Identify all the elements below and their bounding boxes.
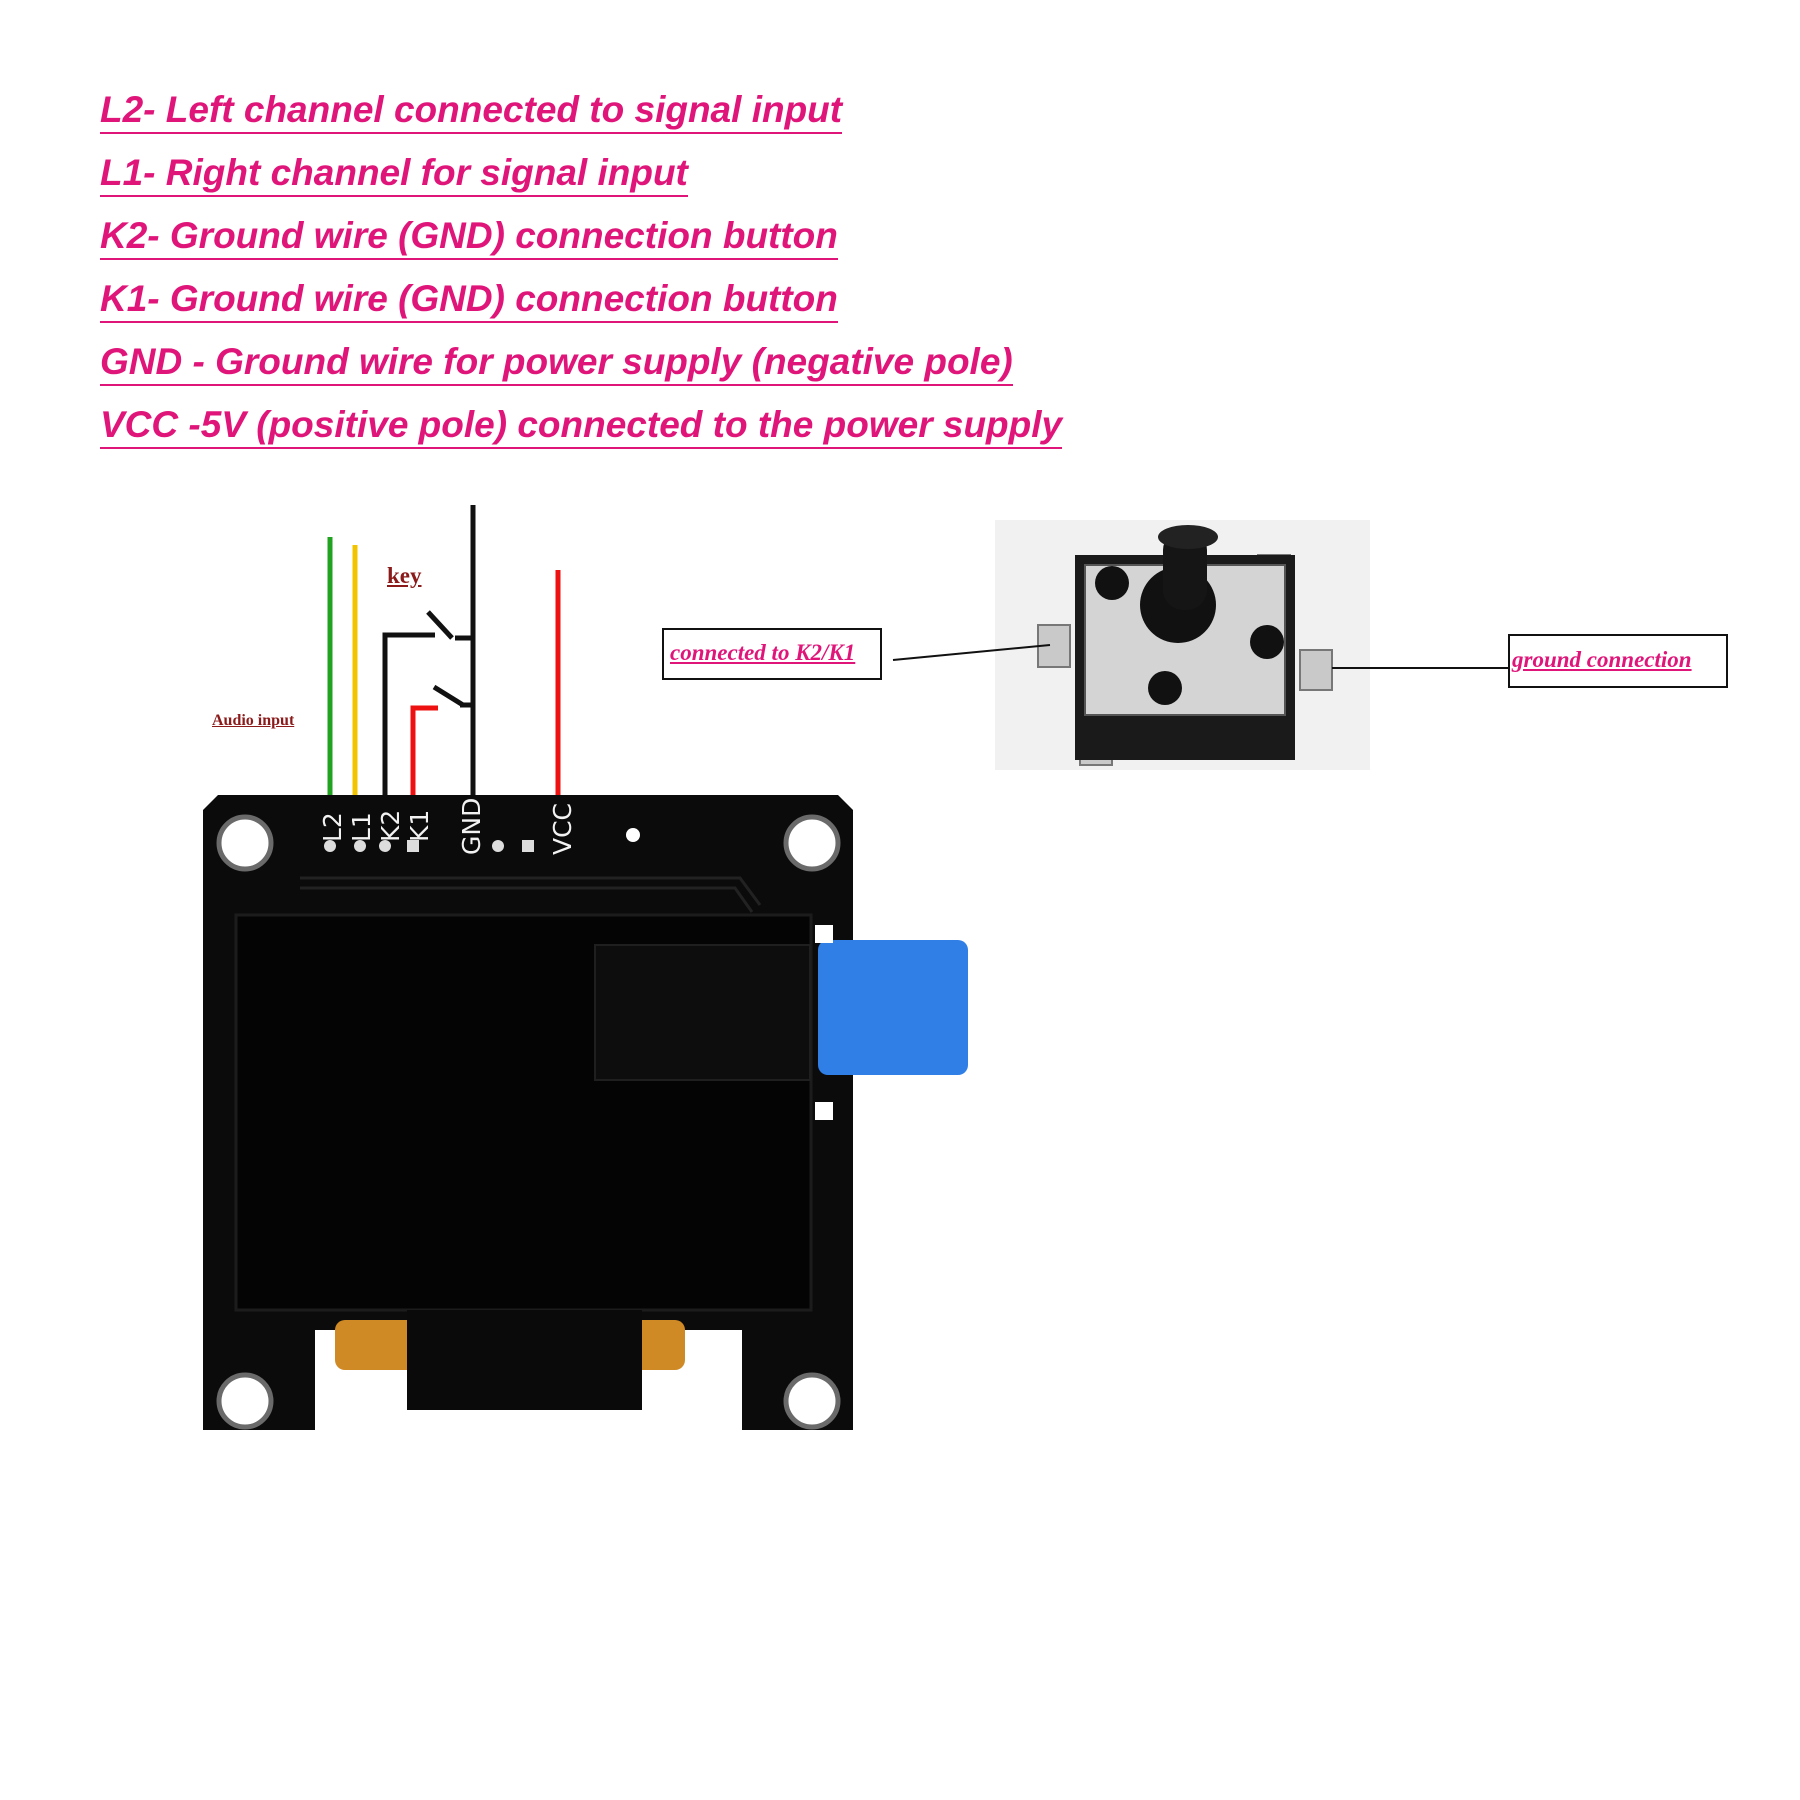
button-actuator — [1163, 530, 1207, 610]
mounting-hole-top-right — [783, 814, 841, 872]
mounting-hole-top-left — [216, 814, 274, 872]
pin-label-k2: K2 — [376, 809, 405, 842]
pin-pad-vcc — [522, 840, 534, 852]
wire-k2 — [382, 632, 435, 795]
pin-pad-k1 — [407, 840, 419, 852]
legend-item-l1: L1- Right channel for signal input — [100, 151, 1062, 214]
pin-label-l1: L1 — [347, 812, 376, 842]
legend-item-vcc: VCC -5V (positive pole) connected to the… — [100, 403, 1063, 466]
callout-connected-to-k2-k1: connected to K2/K1 — [662, 628, 882, 680]
pin-pad-gnd — [492, 840, 504, 852]
wire-k1 — [410, 705, 438, 795]
key-label: key — [387, 563, 422, 588]
legend-item-k2: K2- Ground wire (GND) connection button — [100, 214, 1062, 277]
button-pin-right — [1299, 649, 1333, 691]
pin-pad-l1 — [354, 840, 366, 852]
mounting-hole-bottom-right — [783, 1372, 841, 1430]
legend-item-gnd: GND - Ground wire for power supply (nega… — [100, 340, 1062, 403]
key-switch-upper — [426, 610, 454, 640]
pin-legend: L2- Left channel connected to signal inp… — [100, 88, 1063, 466]
key-switch-lower — [432, 684, 465, 708]
mounting-hole-bottom-left — [216, 1372, 274, 1430]
callout-ground-connection: ground connection — [1508, 634, 1728, 688]
legend-item-l2: L2- Left channel connected to signal inp… — [100, 88, 1062, 151]
oled-board — [203, 795, 968, 1430]
pin-label-l2: L2 — [318, 812, 347, 842]
pin-label-gnd: GND — [457, 797, 486, 855]
audio-input-label: Audio input — [212, 712, 295, 729]
pin-pad-l2 — [324, 840, 336, 852]
pin-label-k1: K1 — [405, 809, 434, 842]
pin-label-vcc: VCC — [548, 802, 577, 855]
legend-item-k1: K1- Ground wire (GND) connection button — [100, 277, 1062, 340]
callout-leader-left — [892, 644, 1051, 661]
wires — [327, 505, 561, 795]
pin-pad-k2 — [379, 840, 391, 852]
tactile-button — [892, 520, 1510, 770]
protective-film-tab — [818, 940, 968, 1075]
